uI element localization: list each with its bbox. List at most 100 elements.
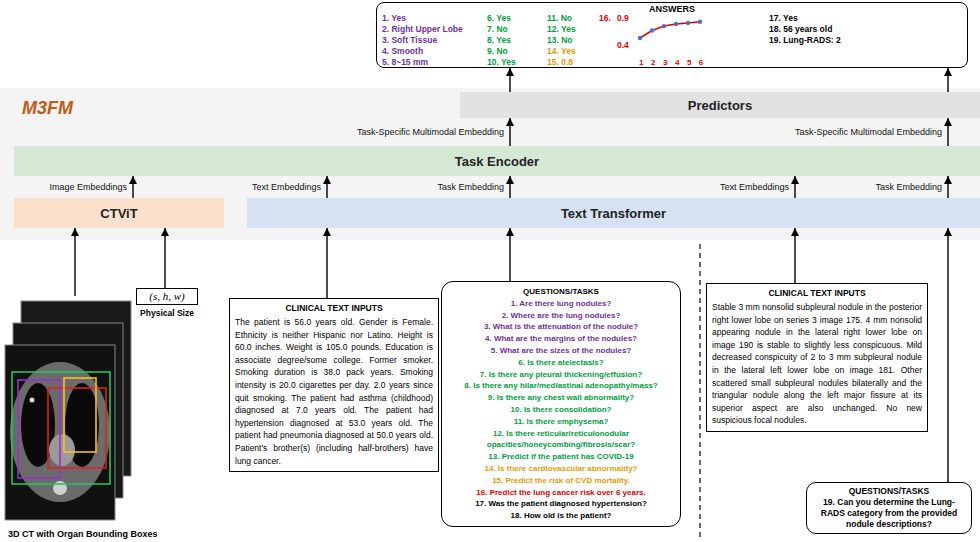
arrow-connector [74, 228, 75, 296]
answer-text: 8. Yes [487, 35, 511, 46]
question-text: 10. Is there consolidation? [446, 404, 676, 416]
answer-text: 10. Yes [487, 57, 516, 68]
answer-text: 15. 0.8 [547, 57, 573, 68]
ct-nodule [30, 398, 35, 403]
clinical-text: The patient is 56.0 years old. Gender is… [235, 316, 433, 467]
question-box: QUESTIONS/TASKS1. Are there lung nodules… [441, 281, 681, 527]
clinical-text-box: CLINICAL TEXT INPUTS The patient is 56.0 … [229, 298, 439, 472]
risk-point [686, 21, 690, 25]
risk-point [650, 28, 654, 32]
answer-text: 19. Lung-RADS: 2 [769, 35, 841, 46]
edge-label: Image Embeddings [49, 182, 127, 192]
answer-text: 12. Yes [547, 24, 576, 35]
arrow-connector [947, 176, 948, 198]
question-box: QUESTIONS/TASKS19. Can you determine the… [806, 482, 972, 534]
block-label: Predictors [688, 98, 752, 113]
box-title: CLINICAL TEXT INPUTS [712, 288, 922, 299]
transformer-bar: Text Transformer [247, 198, 980, 228]
answers-box: ANSWERS1. Yes2. Right Upper Lobe3. Soft … [376, 2, 968, 68]
question-text: 13. Predict if the patient has COVID-19 [446, 451, 676, 463]
question-text: 9. Is there any chest wall abnormality? [446, 392, 676, 404]
model-band-fill [0, 88, 980, 240]
arrow-connector [509, 118, 510, 146]
organ-box [18, 380, 60, 478]
box-title: QUESTIONS/TASKS [812, 486, 966, 497]
answer-text: 4. Smooth [382, 46, 423, 57]
answer-text: 11. No [547, 13, 572, 24]
arrow-connector [326, 228, 327, 298]
risk-curve [640, 22, 700, 38]
arrow-connector [947, 68, 948, 92]
ct-body [10, 362, 110, 502]
organ-box [48, 388, 106, 468]
question-text: 8. Is there any hilar/mediastinal adenop… [446, 380, 676, 392]
question-text: 11. Is there emphysema? [446, 416, 676, 428]
physical-size-box: (s, h, w) Physical Size [136, 288, 198, 318]
question-text: 17. Was the patient diagnosed hypertensi… [446, 498, 676, 510]
model-name: M3FM [22, 98, 73, 119]
arrow-connector [794, 176, 795, 198]
arrow-connector [509, 176, 510, 198]
encoder-bar: Task Encoder [14, 146, 980, 176]
answer-text: 6. Yes [487, 13, 511, 24]
arrow-connector [326, 176, 327, 198]
question-text: 6. Is there atelectasis? [446, 357, 676, 369]
ct-heart [49, 434, 75, 466]
question-text: 18. How old is the patient? [446, 510, 676, 522]
risk-point [662, 24, 666, 28]
clinical-text-box: CLINICAL TEXT INPUTS Stable 3 mm nonsolid… [706, 283, 928, 432]
edge-label: Task Embedding [437, 182, 504, 192]
size-caption: Physical Size [136, 308, 198, 318]
ct-spine [53, 481, 67, 495]
risk-point [674, 22, 678, 26]
block-label: CTViT [100, 206, 137, 221]
organ-box [12, 372, 110, 484]
question-text: 1. Are there lung nodules? [446, 298, 676, 310]
predictor-bar: Predictors [460, 92, 980, 118]
ct-image: 3D CT with Organ Bounding Boxes [4, 296, 180, 540]
ct-slice [5, 345, 115, 520]
arrow-connector [794, 228, 795, 283]
model-band: M3FM PredictorsTask EncoderCTViT Text Tran… [0, 88, 980, 240]
edge-label: Task Embedding [875, 182, 942, 192]
risk-chart [638, 20, 702, 41]
arrow-connector [947, 228, 948, 482]
ctvit-box: CTViT [14, 198, 224, 228]
arrow-connector [132, 176, 133, 198]
image-caption: 3D CT with Organ Bounding Boxes [8, 529, 158, 539]
ct-stack [5, 301, 131, 520]
box-title: ANSWERS [377, 4, 967, 15]
risk-point [638, 36, 642, 40]
box-title: QUESTIONS/TASKS [446, 286, 676, 298]
arrow-connector [164, 228, 165, 288]
organ-box [64, 378, 96, 452]
question-text: 12. Is there reticular/reticulonodular o… [446, 428, 676, 452]
answer-text: 13. No [547, 35, 573, 46]
answer-text: 1. Yes [382, 13, 406, 24]
arrow-connector [947, 118, 948, 146]
question-text: 3. What is the attenuation of the nodule… [446, 321, 676, 333]
arrow-connector [509, 68, 510, 92]
answer-text: 2. Right Upper Lobe [382, 24, 463, 35]
clinical-text: Stable 3 mm nonsolid subpleural nodule i… [712, 301, 922, 427]
edge-label: Task-Specific Multimodal Embedding [795, 127, 942, 137]
question-text: 16. Predict the lung cancer risk over 6 … [446, 487, 676, 499]
answer-text: 7. No [487, 24, 508, 35]
answer-text: 16. [599, 13, 611, 24]
question-text: 14. Is there cardiovascular abnormality? [446, 463, 676, 475]
box-title: CLINICAL TEXT INPUTS [235, 303, 433, 314]
block-label: Text Transformer [561, 206, 666, 221]
question-text: 7. Is there any pleural thickening/effus… [446, 369, 676, 381]
risk-point [698, 20, 702, 24]
divider-line [699, 244, 700, 540]
question-text: 4. What are the margins of the nodules? [446, 333, 676, 345]
axis-label: 1 2 3 4 5 6 [639, 57, 706, 68]
edge-label: Task-Specific Multimodal Embedding [357, 127, 504, 137]
question-text: 2. Where are the lung nodules? [446, 310, 676, 322]
edge-label: Text Embeddings [720, 182, 789, 192]
question-text: 19. Can you determine the Lung-RADS cate… [812, 497, 966, 530]
size-symbol: (s, h, w) [136, 288, 198, 305]
question-text: 15. Predict the risk of CVD mortality. [446, 475, 676, 487]
